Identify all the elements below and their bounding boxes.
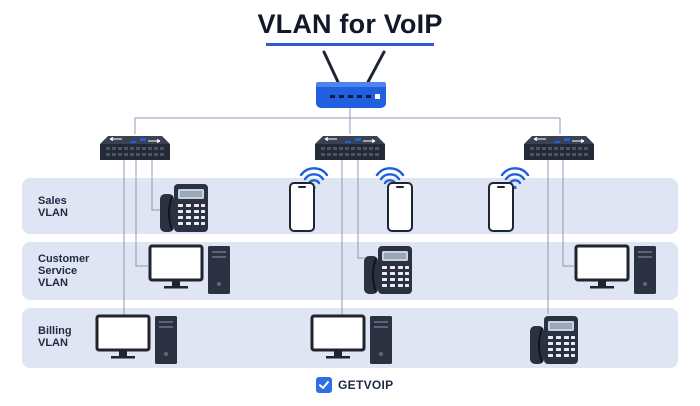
page-title: VLAN for VoIP	[257, 9, 443, 39]
switch-center-icon	[314, 135, 386, 161]
switch-left-icon	[99, 135, 171, 161]
mobile-phone-icon	[387, 182, 413, 232]
title-underline	[266, 43, 434, 46]
router-icon	[316, 50, 386, 108]
check-icon	[316, 377, 332, 393]
mobile-phone-icon	[488, 182, 514, 232]
brand-logo: GETVOIP	[316, 376, 393, 394]
connection-lines	[123, 108, 574, 318]
brand-text: GETVOIP	[338, 378, 394, 392]
mobile-phone-icon	[289, 182, 315, 232]
sales-vlan-band	[22, 178, 678, 234]
switch-right-icon	[523, 135, 595, 161]
